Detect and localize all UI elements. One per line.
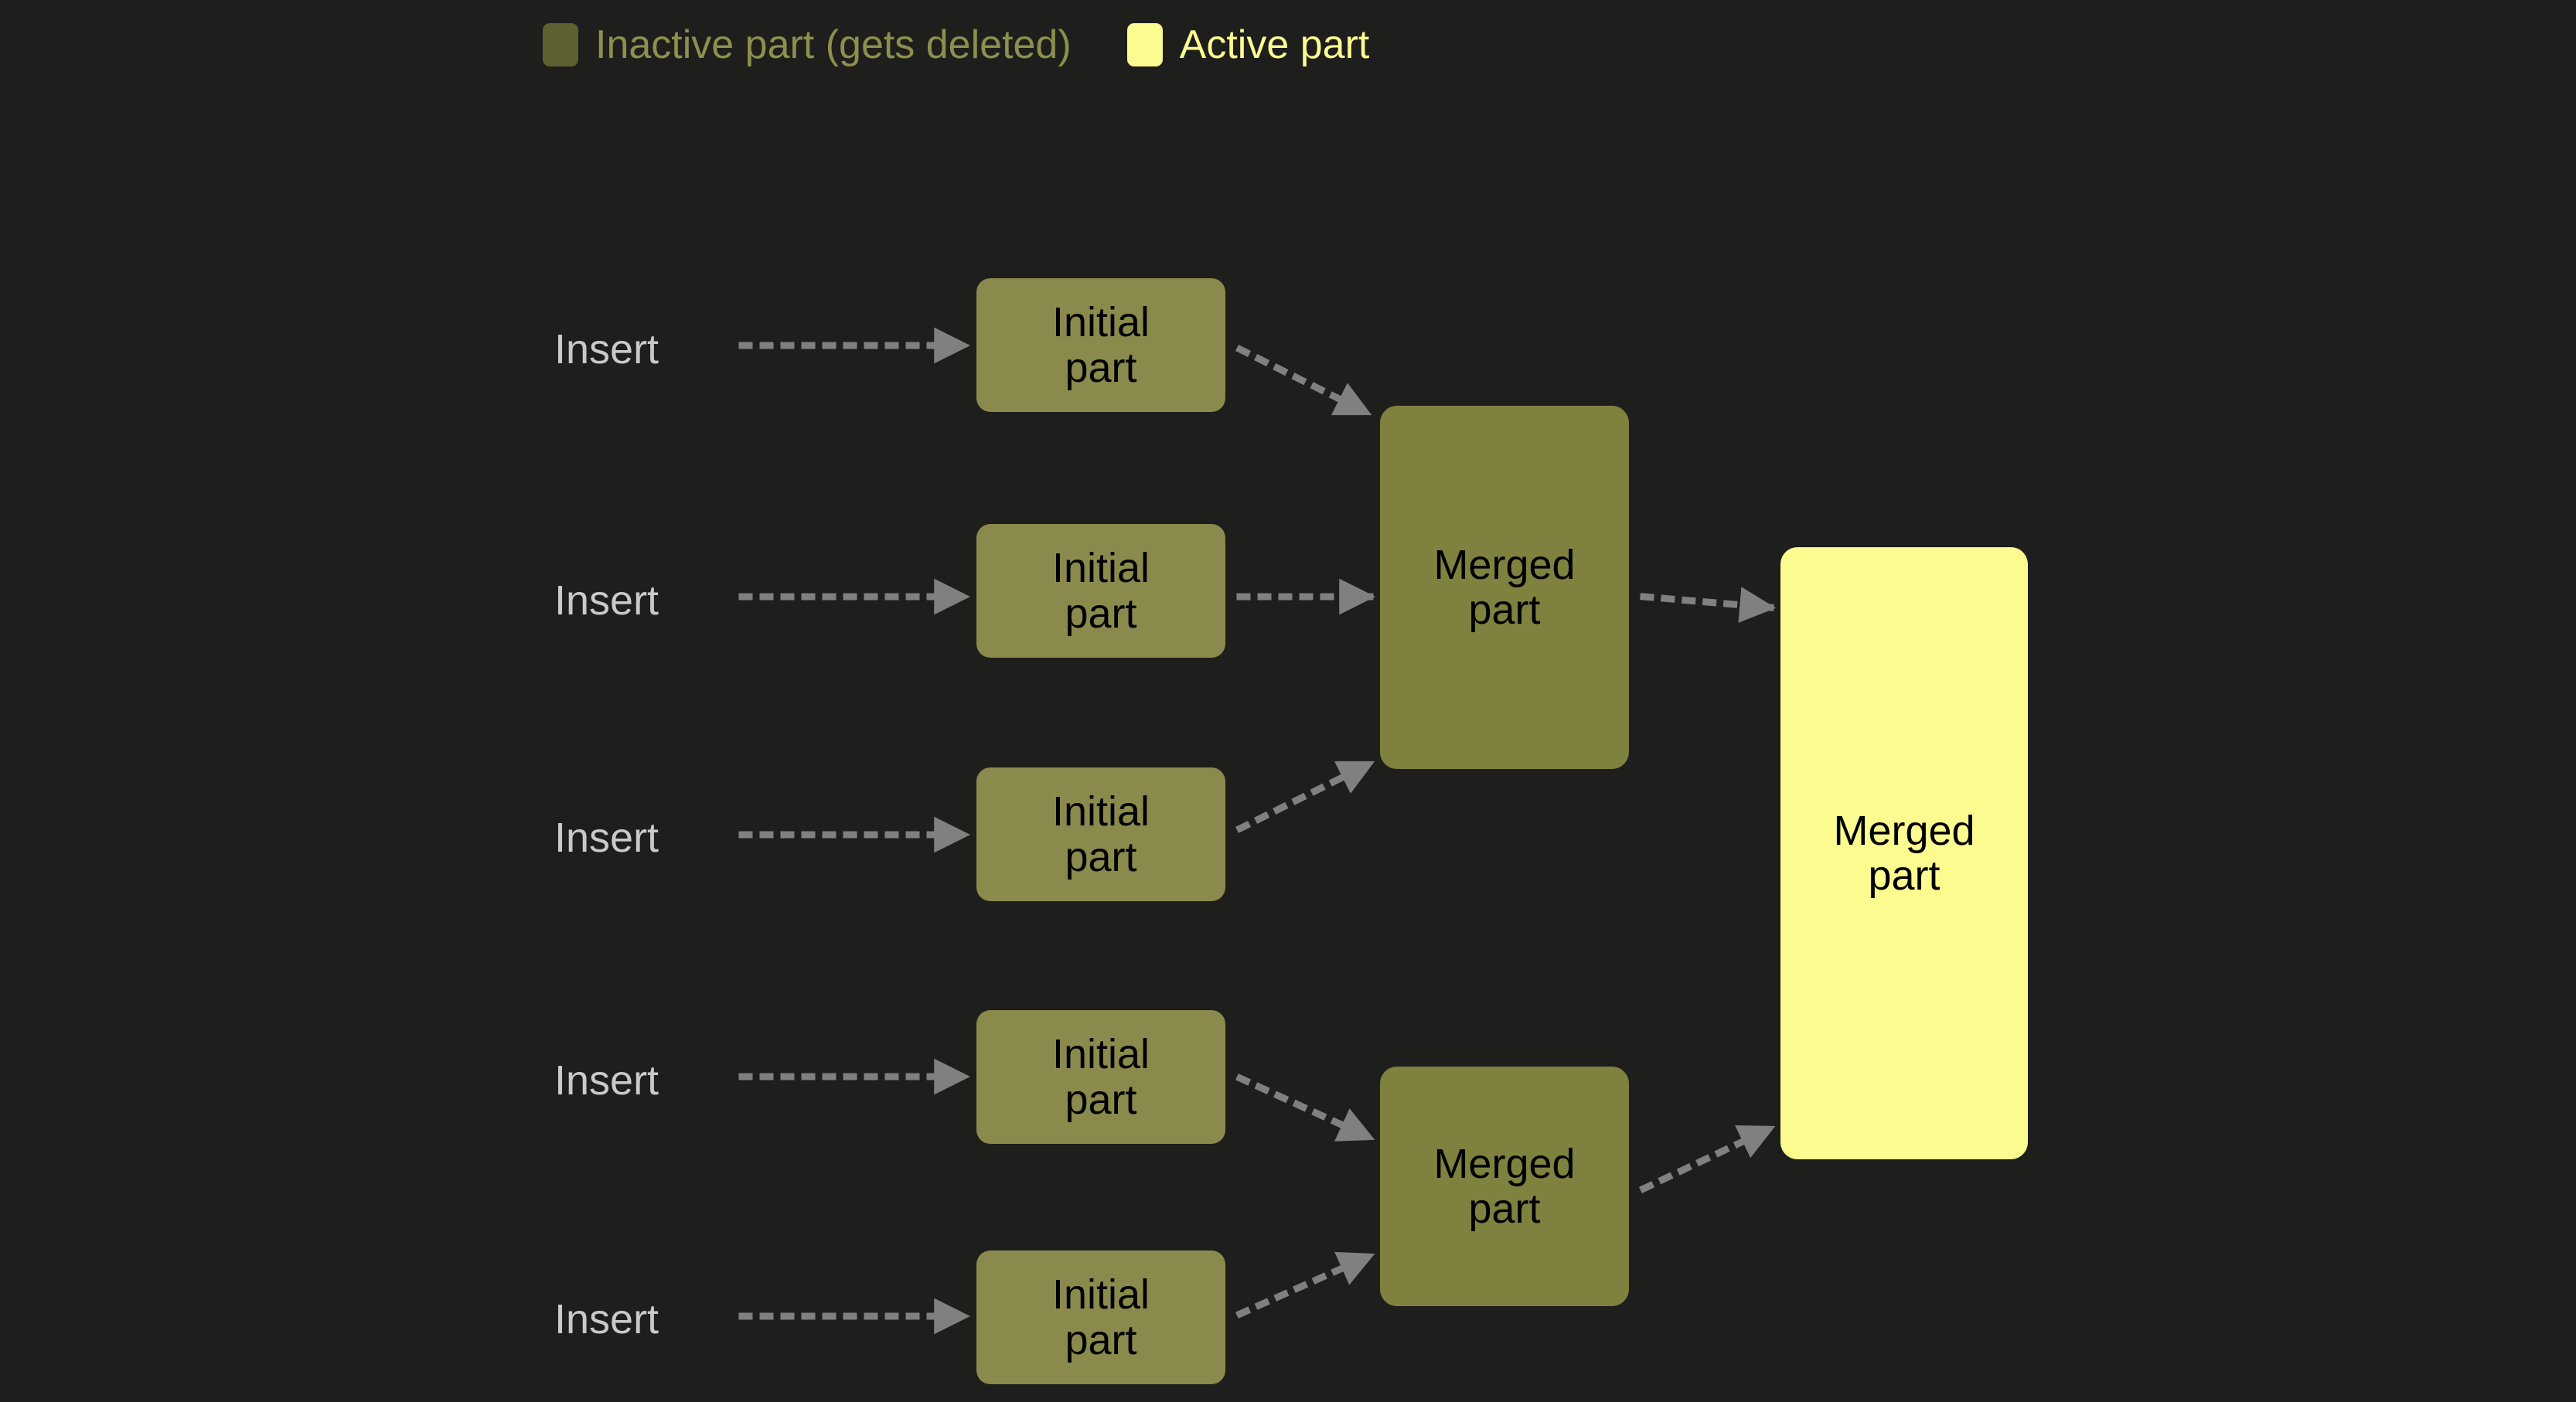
legend-label-inactive: Inactive part (gets deleted) bbox=[595, 22, 1072, 67]
insert-label-5: Insert bbox=[554, 1296, 659, 1342]
legend: Inactive part (gets deleted) Active part bbox=[543, 23, 1369, 66]
legend-label-active: Active part bbox=[1179, 22, 1370, 67]
arrow-initial-part-5-to-merged-part-2 bbox=[1235, 1251, 1375, 1319]
arrow-initial-part-1-to-merged-part-1 bbox=[1235, 344, 1372, 418]
insert-label-1: Insert bbox=[554, 326, 659, 373]
legend-item-inactive: Inactive part (gets deleted) bbox=[543, 23, 1072, 66]
arrow-initial-part-3-to-merged-part-1 bbox=[1235, 758, 1375, 834]
arrow-initial-part-4-to-merged-part-2 bbox=[1235, 1074, 1375, 1142]
arrow-merged-part-1-to-active-part bbox=[1640, 587, 1776, 623]
square-swatch-icon bbox=[543, 23, 578, 66]
insert-label-2: Insert bbox=[554, 577, 659, 624]
arrow-merged-part-2-to-active-part bbox=[1639, 1124, 1776, 1193]
legend-item-active: Active part bbox=[1126, 22, 1370, 67]
insert-label-3: Insert bbox=[554, 815, 659, 861]
insert-label-4: Insert bbox=[554, 1057, 659, 1104]
square-swatch-icon bbox=[1126, 23, 1163, 66]
